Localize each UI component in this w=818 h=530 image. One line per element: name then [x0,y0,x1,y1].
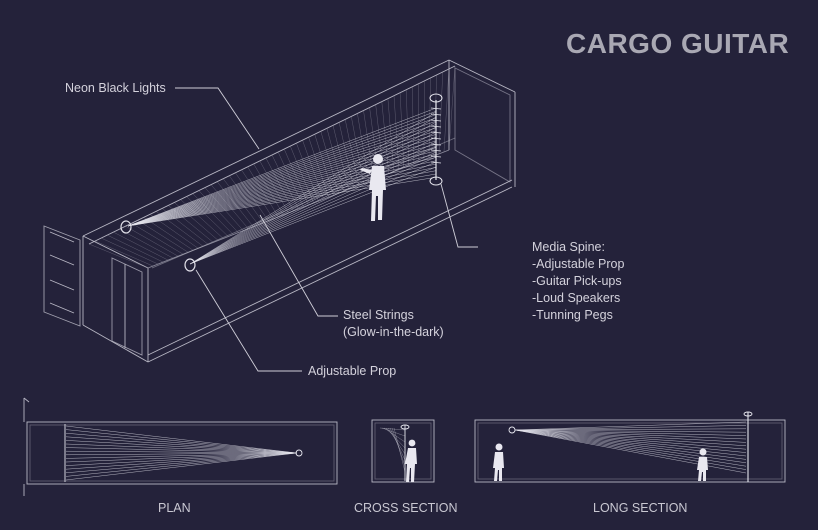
callout-leaders [175,87,478,372]
corrugation-lines [88,65,456,269]
caption-long-section: LONG SECTION [593,501,688,515]
steel-strings-line1: Steel Strings [343,308,414,322]
steel-strings-long [514,421,747,474]
media-spine-title: Media Spine: [532,240,605,254]
caption-plan: PLAN [158,501,191,515]
steel-strings-line2: (Glow-in-the-dark) [343,325,444,339]
isometric-container [43,59,516,363]
media-spine-item: -Guitar Pick-ups [532,274,622,288]
adjustable-prop-front-ring [184,258,196,272]
media-spine [429,93,443,186]
media-spine-item: -Tunning Pegs [532,308,613,322]
diagram-title: CARGO GUITAR [566,28,790,59]
steel-strings-cross [379,427,406,473]
plan-view [23,397,338,496]
label-steel-strings: Steel Strings (Glow-in-the-dark) [343,307,444,341]
person-silhouette-long-left [493,443,504,481]
media-spine-item: -Adjustable Prop [532,257,625,271]
steel-strings-plan [65,425,298,481]
label-adjustable-prop: Adjustable Prop [308,364,397,378]
person-silhouette-long-right [697,448,708,481]
media-spine-item: -Loud Speakers [532,291,621,305]
label-media-spine: Media Spine: -Adjustable Prop -Guitar Pi… [532,239,624,324]
adjustable-prop-rear-ring [120,220,132,234]
steel-strings-main [127,107,437,265]
caption-cross-section: CROSS SECTION [354,501,458,515]
label-neon-black-lights: Neon Black Lights [65,81,166,95]
long-section-view [474,411,786,483]
person-silhouette-main [360,154,386,221]
person-silhouette-cross [405,439,417,482]
